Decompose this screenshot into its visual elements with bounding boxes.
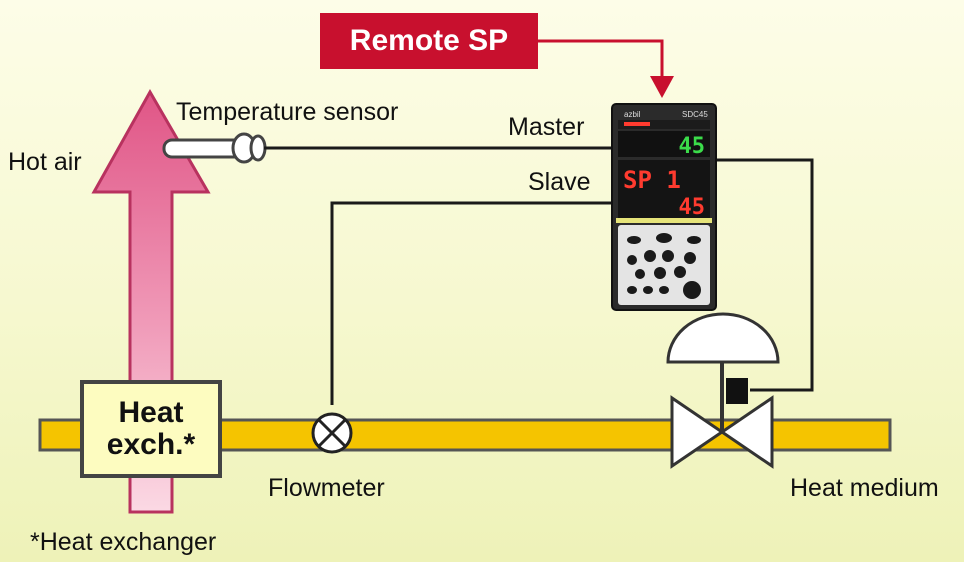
- controller-model: SDC45: [682, 110, 708, 119]
- remote-sp-box: Remote SP: [320, 13, 538, 69]
- flowmeter-label: Flowmeter: [268, 474, 385, 502]
- controller-output-wire: [715, 158, 814, 392]
- slave-wire: [330, 201, 612, 405]
- flowmeter-symbol: [311, 412, 353, 454]
- remote-sp-line: [538, 39, 664, 78]
- master-label: Master: [508, 113, 585, 141]
- hot-air-label: Hot air: [8, 148, 82, 176]
- temperature-sensor-probe: [162, 132, 267, 164]
- sp-display: [618, 160, 710, 218]
- keypad-keys: [627, 233, 701, 299]
- pv-value: 45: [679, 134, 706, 159]
- pv-display: [618, 131, 710, 157]
- signal-wires: [264, 39, 814, 405]
- sp-label: SP 1: [623, 166, 681, 194]
- controller-device: azbil SDC45 45 SP 1 45: [611, 103, 717, 311]
- heat-exchanger-label-line1: Heat: [118, 396, 184, 429]
- heat-exchanger-box: Heat exch.*: [80, 380, 222, 478]
- heat-exchanger-label-line2: exch.*: [106, 428, 196, 461]
- heat-medium-label: Heat medium: [790, 474, 939, 502]
- sp-value: 45: [679, 195, 706, 220]
- remote-sp-arrowhead: [650, 76, 674, 98]
- valve-positioner: [726, 378, 748, 404]
- controller-brand: azbil: [624, 110, 641, 119]
- slave-label: Slave: [528, 168, 591, 196]
- hot-air-arrow: [91, 88, 211, 514]
- control-valve: [666, 312, 780, 469]
- footnote-label: *Heat exchanger: [30, 528, 217, 556]
- temperature-sensor-label: Temperature sensor: [176, 98, 399, 126]
